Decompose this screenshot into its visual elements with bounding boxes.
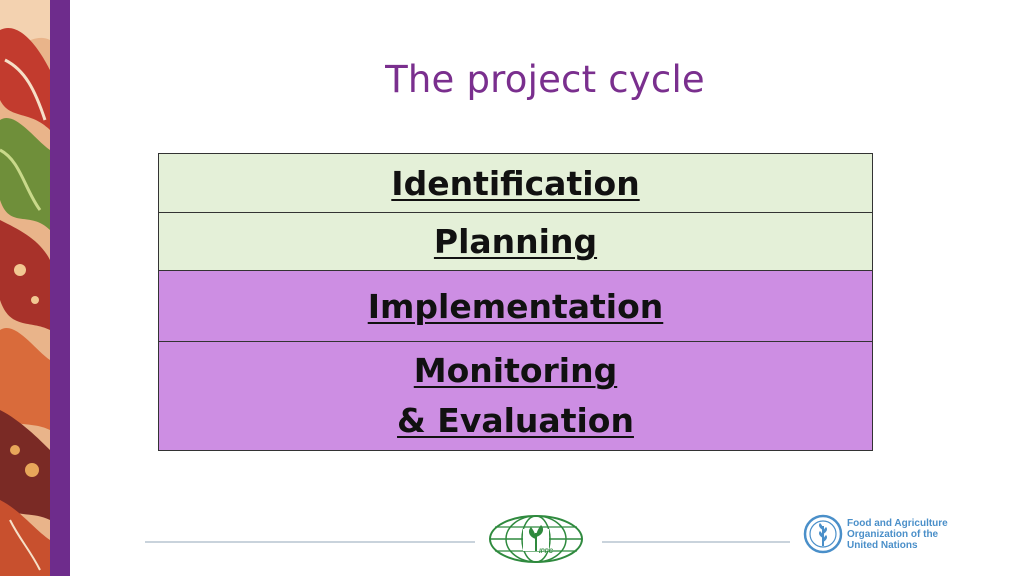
table-row: Monitoring & Evaluation [158,341,873,451]
footer-divider-right [602,541,790,543]
decorative-botanical-art [0,0,50,576]
fao-organization-name: Food and Agriculture Organization of the… [847,518,957,551]
fao-line-2: Organization of the [847,529,939,540]
stage-identification: Identification [158,153,873,213]
fao-logo-icon [803,514,843,554]
table-row: Implementation [158,270,873,342]
table-row: Identification [158,153,873,213]
stage-planning: Planning [158,212,873,271]
table-row: Planning [158,212,873,271]
stage-implementation: Implementation [158,270,873,342]
ippc-logo-icon: IPPC [487,513,585,565]
ippc-label: IPPC [539,549,554,555]
fao-line-1: Food and Agriculture [847,518,948,529]
fao-line-3: United Nations [847,540,918,551]
stage-monitoring-evaluation: Monitoring & Evaluation [158,341,873,451]
project-cycle-table: Identification Planning Implementation M… [158,153,873,451]
accent-bar [50,0,70,576]
page-title: The project cycle [385,58,705,101]
footer-divider-left [145,541,475,543]
